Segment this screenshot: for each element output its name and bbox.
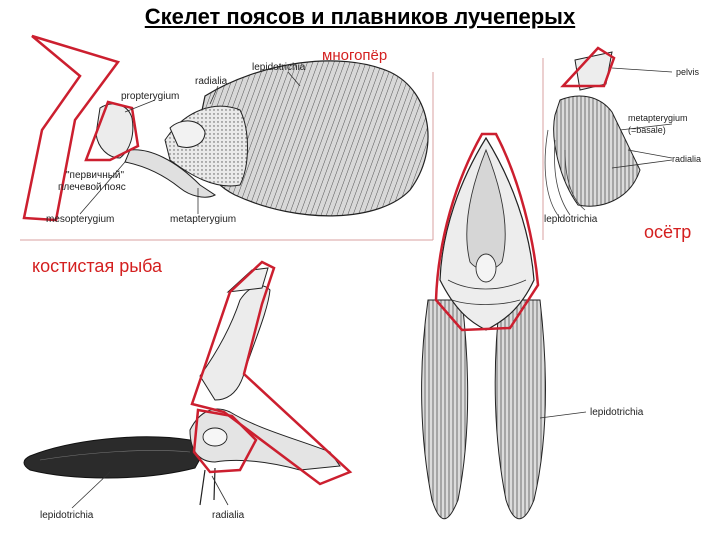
teleost-label-lepidotrichia-left: lepidotrichia [40, 510, 94, 521]
sturgeon-label-lepidotrichia: lepidotrichia [544, 214, 598, 225]
primary-girdle-outline [22, 34, 121, 222]
polypterus-fin-drawing [95, 60, 429, 217]
sturgeon-label-metapterygium-2: (=basale) [628, 125, 666, 135]
polypterus-leader-lines [79, 71, 301, 215]
polypterus-label-propterygium: propterygium [121, 91, 179, 102]
teleost-fin-drawing [23, 267, 341, 506]
center-leader-line [539, 411, 587, 419]
teleost-leader-lines [71, 471, 229, 509]
polypterus-caption: многопёр [322, 47, 387, 64]
panel-dividers [20, 58, 544, 241]
slide-title: Скелет поясов и плавников лучеперых [144, 4, 576, 29]
sturgeon-label-radialia: radialia [672, 154, 701, 164]
teleost-radialia-outline [192, 408, 258, 474]
pelvis-outline [560, 46, 616, 88]
sturgeon-caption: осётр [644, 222, 691, 242]
teleost-label-radialia: radialia [212, 510, 245, 521]
polypterus-label-metapterygium: metapterygium [170, 214, 236, 225]
polypterus-label-radialia: radialia [195, 76, 228, 87]
sturgeon-label-metapterygium-1: metapterygium [628, 113, 688, 123]
sturgeon-label-pelvis: pelvis [676, 67, 700, 77]
teleost-label-lepidotrichia-right: lepidotrichia [590, 407, 644, 418]
sturgeon-pelvic-drawing [421, 136, 546, 520]
teleost-girdle-outline [190, 260, 353, 486]
polypterus-label-primary-girdle-1: "первичный" [66, 170, 124, 181]
polypterus-label-mesopterygium: mesopterygium [46, 214, 114, 225]
teleost-caption: костистая рыба [32, 256, 163, 276]
sturgeon-fin-drawing [544, 51, 641, 219]
propterygium-outline [84, 100, 140, 162]
sturgeon-leader-lines [611, 67, 673, 169]
polypterus-label-lepidotrichia: lepidotrichia [252, 62, 306, 73]
sturgeon-pelvic-outline [434, 132, 540, 332]
polypterus-label-primary-girdle-2: плечевой пояс [58, 182, 126, 193]
